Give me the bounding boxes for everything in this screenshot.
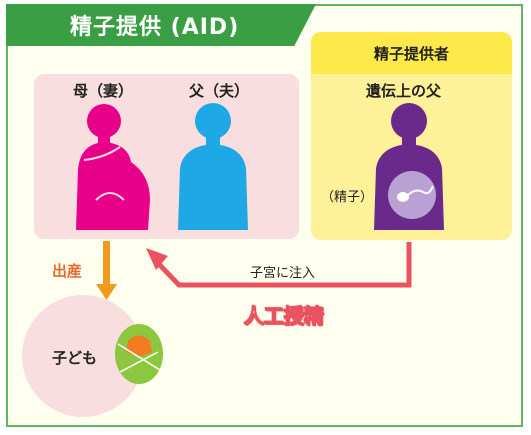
mother-label: 母（妻） bbox=[73, 82, 134, 100]
bio-father-label: 遺伝上の父 bbox=[366, 82, 442, 100]
father-label: 父（夫） bbox=[189, 82, 250, 100]
injection-label: 子宮に注入 bbox=[250, 266, 316, 281]
donor-header: 精子提供者 bbox=[373, 45, 449, 63]
donor-header-bar bbox=[311, 32, 512, 74]
title-banner bbox=[6, 4, 316, 46]
diagram-title: 精子提供 (AID) bbox=[70, 15, 240, 40]
child-label: 子ども bbox=[52, 349, 98, 367]
sperm-label: （精子） bbox=[321, 190, 374, 205]
artificial-insemination-label: 人工授精 bbox=[244, 304, 325, 329]
birth-label: 出産 bbox=[52, 262, 83, 280]
